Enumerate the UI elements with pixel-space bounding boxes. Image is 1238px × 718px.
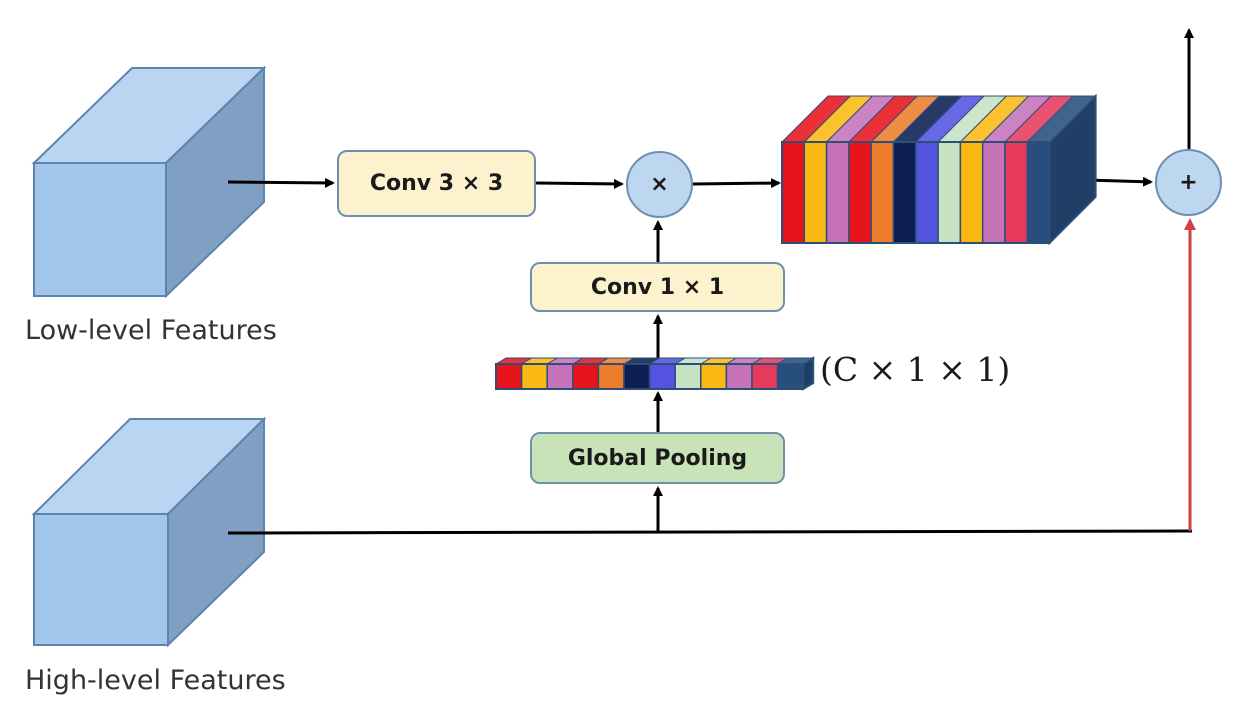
conv1x1-block: Conv 1 × 1 (530, 262, 785, 312)
vector-channel (495, 363, 523, 390)
multiply-operator: × (626, 151, 693, 218)
tensor-channel (870, 141, 895, 244)
tensor-channel (848, 141, 872, 244)
add-symbol: + (1179, 170, 1198, 195)
vector-channel (623, 363, 651, 390)
tensor-channel (1004, 141, 1029, 244)
vector-channel (751, 363, 779, 390)
vector-shape-label: (C × 1 × 1) (820, 350, 1011, 389)
tensor-channel (892, 141, 917, 244)
vector-channel (572, 363, 600, 390)
low-level-features-cube (31, 65, 267, 299)
tensor-channel (781, 141, 806, 244)
vector-channel (597, 363, 625, 390)
vector-channel (776, 363, 804, 390)
tensor-channel (825, 141, 850, 244)
weighted-output-tensor (780, 93, 1097, 246)
high-level-features-cube (31, 416, 267, 648)
arrow-tensor-to-add (1086, 176, 1153, 187)
channel-attention-vector (494, 356, 816, 391)
tensor-channel (937, 141, 962, 244)
tensor-outline (781, 141, 1051, 244)
tensor-channel (959, 141, 984, 244)
tensor-channel (981, 141, 1006, 244)
vector-channel (648, 363, 676, 390)
vector-channel (520, 363, 548, 390)
global-pooling-label: Global Pooling (567, 445, 748, 471)
low-level-features-label: Low-level Features (25, 315, 277, 346)
conv3x3-label: Conv 3 × 3 (369, 171, 504, 196)
tensor-channel (803, 141, 828, 244)
multiply-symbol: × (650, 172, 669, 197)
arrow-low-to-conv3 (227, 177, 335, 188)
arrow-multiply-to-tensor (692, 178, 781, 189)
arrow-conv3-to-multiply (535, 178, 624, 189)
vector-channel (725, 363, 753, 390)
vector-channel (674, 363, 702, 390)
tensor-channel (915, 141, 939, 244)
vector-channel (546, 363, 574, 390)
vector-outline (495, 363, 805, 390)
vector-channel (700, 363, 728, 390)
tensor-channel (1026, 141, 1051, 244)
global-pooling-block: Global Pooling (530, 432, 785, 484)
add-operator: + (1155, 149, 1222, 216)
high-level-feature-line (227, 529, 1193, 535)
conv3x3-block: Conv 3 × 3 (337, 150, 536, 217)
high-level-features-label: High-level Features (25, 665, 286, 696)
conv1x1-label: Conv 1 × 1 (590, 274, 725, 300)
